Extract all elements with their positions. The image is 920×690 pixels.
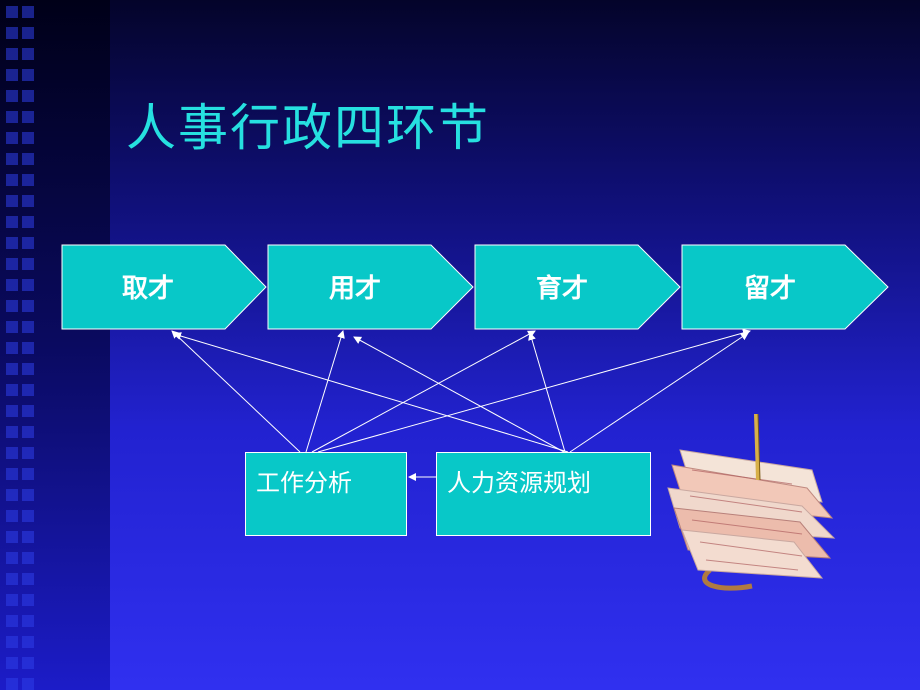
pattern-square <box>22 300 34 312</box>
pattern-square <box>22 636 34 648</box>
pattern-square <box>22 552 34 564</box>
connector-job-to-stage3 <box>311 330 536 453</box>
pattern-square <box>6 195 18 207</box>
square-pattern <box>6 6 34 690</box>
pattern-square <box>6 510 18 522</box>
pattern-square <box>6 216 18 228</box>
pattern-square <box>6 342 18 354</box>
pattern-square <box>22 447 34 459</box>
pattern-square <box>22 342 34 354</box>
pattern-square <box>6 447 18 459</box>
pattern-square <box>22 426 34 438</box>
pattern-square <box>22 468 34 480</box>
job-analysis-box: 工作分析 <box>245 452 407 536</box>
pattern-square <box>22 258 34 270</box>
pattern-square <box>6 6 18 18</box>
pattern-square <box>22 6 34 18</box>
pattern-square <box>6 300 18 312</box>
pattern-square <box>6 384 18 396</box>
pattern-square <box>22 195 34 207</box>
pattern-square <box>6 657 18 669</box>
connector-hr-to-stage4 <box>569 332 749 453</box>
connector-hr-to-stage2 <box>353 336 565 453</box>
pattern-square <box>22 510 34 522</box>
pattern-square <box>6 615 18 627</box>
pattern-square <box>6 636 18 648</box>
pattern-square <box>6 573 18 585</box>
pattern-square <box>6 132 18 144</box>
pattern-square <box>6 489 18 501</box>
stage-arrow-2: 用才 <box>267 244 474 330</box>
stage-label-3: 育才 <box>536 273 588 304</box>
pattern-square <box>22 657 34 669</box>
pattern-square <box>22 363 34 375</box>
connector-job-to-stage1 <box>171 330 301 453</box>
connector-job-to-stage2 <box>305 330 345 453</box>
pattern-square <box>6 552 18 564</box>
pattern-square <box>6 69 18 81</box>
pattern-square <box>6 321 18 333</box>
pattern-square <box>22 27 34 39</box>
pattern-square <box>22 153 34 165</box>
pattern-square <box>6 90 18 102</box>
slide-title: 人事行政四环节 <box>126 99 490 157</box>
pattern-square <box>22 573 34 585</box>
connector-hr-to-stage1 <box>173 332 569 453</box>
stage-label-4: 留才 <box>744 274 796 304</box>
left-decorative-bar <box>0 0 110 690</box>
stage-arrow-1: 取才 <box>61 244 267 330</box>
pattern-square <box>6 237 18 249</box>
pattern-square <box>6 153 18 165</box>
pattern-square <box>6 426 18 438</box>
pattern-square <box>22 321 34 333</box>
pattern-square <box>22 531 34 543</box>
pattern-square <box>6 27 18 39</box>
pattern-square <box>22 174 34 186</box>
stage-label-2: 用才 <box>329 274 381 304</box>
stage-label-1: 取才 <box>122 274 174 304</box>
pattern-square <box>22 90 34 102</box>
paper-stack-spike-icon <box>667 413 836 591</box>
pattern-square <box>22 69 34 81</box>
pattern-square <box>6 363 18 375</box>
pattern-square <box>6 468 18 480</box>
connector-job-to-stage4 <box>317 329 751 453</box>
pattern-square <box>22 405 34 417</box>
connector-hr-to-stage3 <box>528 332 566 453</box>
pattern-square <box>22 615 34 627</box>
pattern-square <box>22 48 34 60</box>
pattern-square <box>6 111 18 123</box>
pattern-square <box>6 258 18 270</box>
pattern-square <box>22 216 34 228</box>
pattern-square <box>22 132 34 144</box>
pattern-square <box>6 174 18 186</box>
stage-arrow-4: 留才 <box>681 244 889 330</box>
pattern-square <box>6 531 18 543</box>
hr-planning-box: 人力资源规划 <box>436 452 651 536</box>
pattern-square <box>22 384 34 396</box>
pattern-square <box>6 594 18 606</box>
pattern-square <box>6 678 18 690</box>
pattern-square <box>6 279 18 291</box>
pattern-square <box>22 237 34 249</box>
stage-arrow-3: 育才 <box>474 244 681 330</box>
pattern-square <box>22 678 34 690</box>
pattern-square <box>22 279 34 291</box>
pattern-square <box>22 111 34 123</box>
pattern-square <box>22 489 34 501</box>
pattern-square <box>6 48 18 60</box>
pattern-square <box>6 405 18 417</box>
pattern-square <box>22 594 34 606</box>
